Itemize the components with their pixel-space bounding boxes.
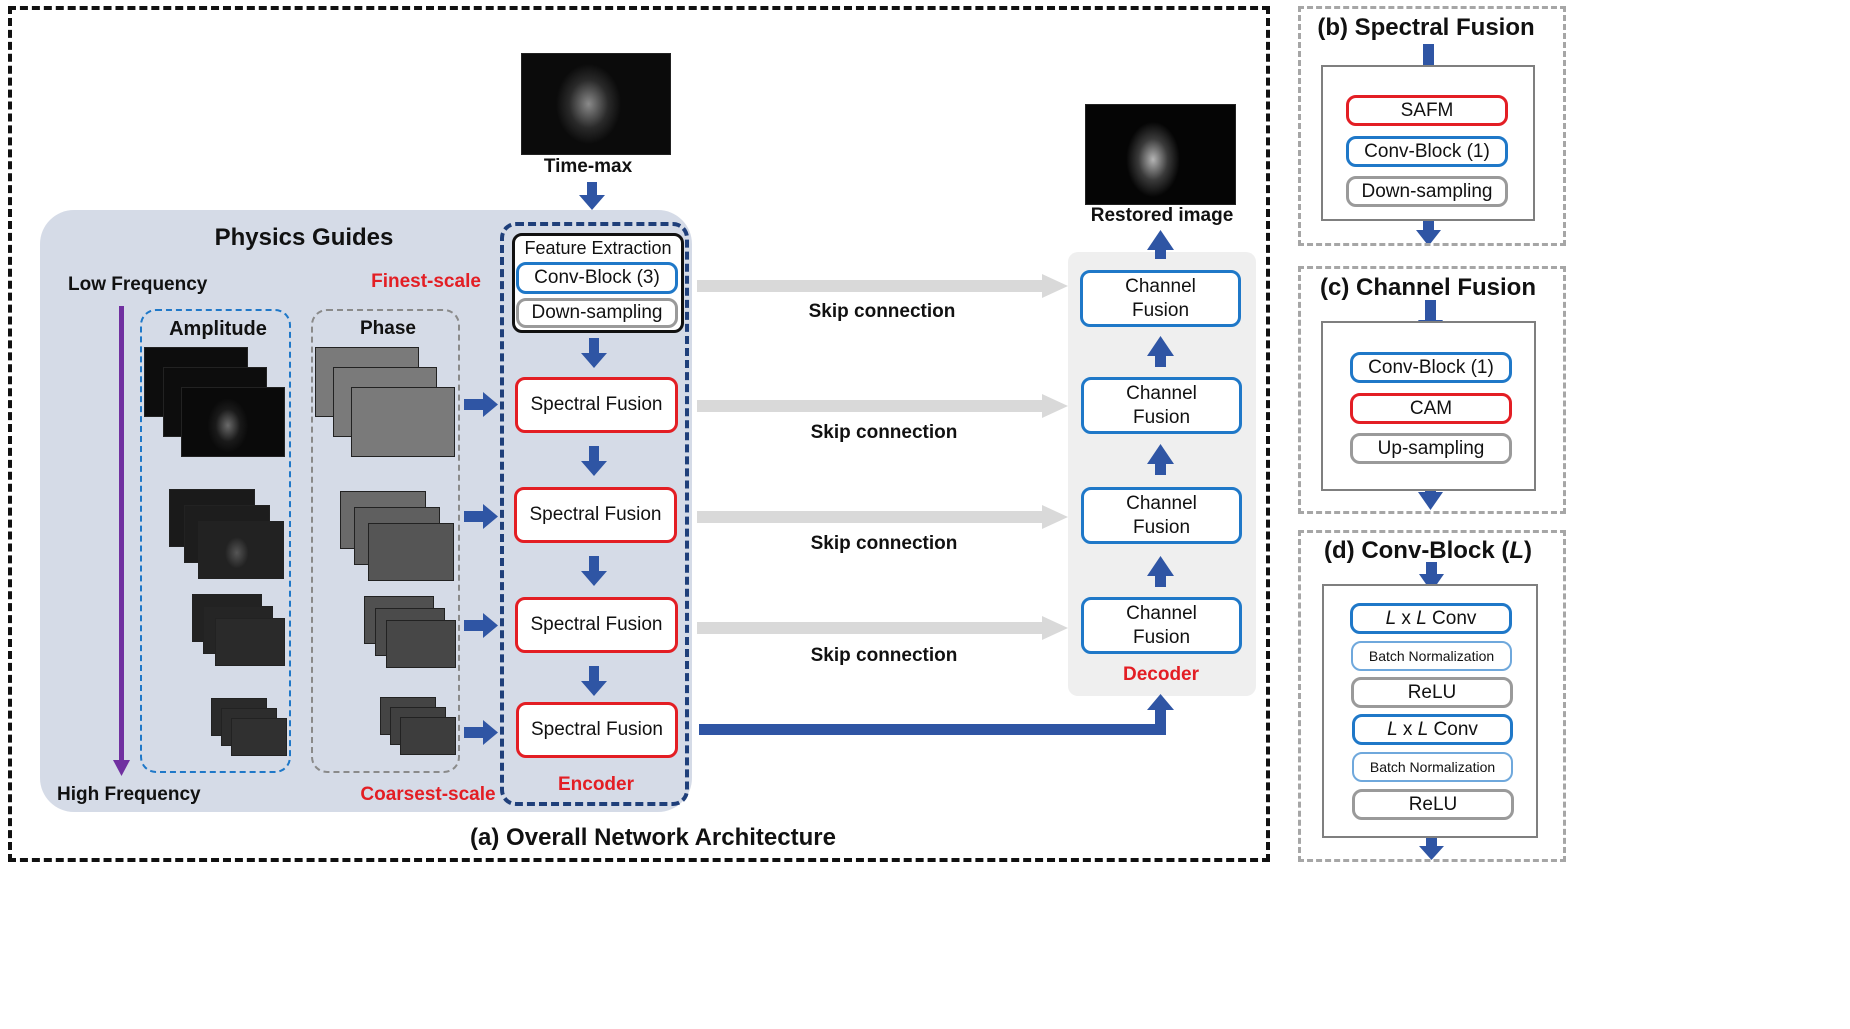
conv-lxl-2-var-b: L [1417, 718, 1429, 740]
channel-fusion-2: Channel Fusion [1081, 377, 1242, 434]
time-max-label: Time-max [543, 156, 633, 177]
panel-d-frame [1298, 530, 1566, 862]
conv-lxl-box-1: L x L Conv [1350, 603, 1512, 634]
conv-lxl-1-var-a: L [1385, 607, 1397, 629]
frequency-arrow [113, 306, 130, 776]
panel-d-title-prefix: (d) Conv-Block ( [1324, 537, 1510, 564]
spectral-fusion-1: Spectral Fusion [515, 377, 678, 433]
high-frequency-label: High Frequency [57, 784, 201, 805]
spectral-fusion-4: Spectral Fusion [516, 702, 678, 758]
channel-fusion-2-line2: Fusion [1132, 406, 1191, 428]
conv-lxl-2-text: Conv [1428, 718, 1478, 740]
restored-image-label: Restored image [1090, 205, 1234, 226]
panel-a-frame [8, 6, 1270, 862]
panel-c-frame [1298, 266, 1566, 514]
low-frequency-label: Low Frequency [68, 274, 208, 295]
bottleneck-arrow [699, 694, 1174, 735]
channel-fusion-3-line2: Fusion [1132, 516, 1191, 538]
conv-lxl-box-2: L x L Conv [1352, 714, 1513, 745]
encoder-arrows [579, 182, 607, 696]
finest-scale-label: Finest-scale [371, 271, 481, 292]
channel-fusion-3: Channel Fusion [1081, 487, 1242, 544]
skip-arrows [697, 274, 1068, 640]
channel-fusion-4: Channel Fusion [1081, 597, 1242, 654]
batch-norm-box-2: Batch Normalization [1352, 752, 1513, 782]
phase-label: Phase [360, 318, 416, 339]
channel-fusion-1-line2: Fusion [1131, 299, 1190, 321]
panel-b-down-sampling-box: Down-sampling [1346, 176, 1508, 207]
encoder-frame [500, 222, 689, 806]
amplitude-label: Amplitude [169, 318, 267, 340]
cam-box: CAM [1350, 393, 1512, 424]
feature-down-sampling-box: Down-sampling [516, 298, 678, 328]
panel-c-title: (c) Channel Fusion [1320, 274, 1536, 301]
channel-fusion-3-line1: Channel [1126, 492, 1197, 514]
batch-norm-box-1: Batch Normalization [1351, 641, 1512, 671]
time-max-image [521, 53, 671, 155]
channel-fusion-4-line1: Channel [1126, 602, 1197, 624]
phase-frame [311, 309, 460, 773]
relu-box-2: ReLU [1352, 789, 1514, 820]
encoder-label: Encoder [557, 774, 635, 795]
guide-arrows [464, 392, 498, 745]
spectral-fusion-3: Spectral Fusion [515, 597, 678, 653]
conv-lxl-1-mid: x [1396, 607, 1417, 629]
feature-extraction-label: Feature Extraction [524, 238, 672, 258]
panel-b-conv-block-box: Conv-Block (1) [1346, 136, 1508, 167]
decoder-arrows [1147, 230, 1174, 587]
skip-connection-label-2: Skip connection [810, 422, 958, 443]
relu-box-1: ReLU [1351, 677, 1513, 708]
channel-fusion-4-line2: Fusion [1132, 626, 1191, 648]
panel-d-title-var: L [1509, 537, 1524, 564]
panel-d-title: (d) Conv-Block (L) [1324, 537, 1532, 565]
skip-connection-label-3: Skip connection [810, 533, 958, 554]
panel-b-title: (b) Spectral Fusion [1317, 14, 1535, 41]
coarsest-scale-label: Coarsest-scale [360, 784, 496, 805]
spectral-fusion-2: Spectral Fusion [514, 487, 677, 543]
conv-lxl-2-var-a: L [1387, 718, 1398, 740]
restored-image [1085, 104, 1236, 205]
safm-box: SAFM [1346, 95, 1508, 126]
channel-fusion-1: Channel Fusion [1080, 270, 1241, 327]
panel-c-conv-block-box: Conv-Block (1) [1350, 352, 1512, 383]
amplitude-frame [140, 309, 291, 773]
conv-lxl-1-var-b: L [1416, 607, 1427, 629]
conv-block-3-box: Conv-Block (3) [516, 262, 678, 294]
panel-d-title-suffix: ) [1524, 537, 1532, 564]
decoder-label: Decoder [1122, 664, 1200, 685]
conv-lxl-1-text: Conv [1426, 607, 1477, 629]
panel-a-caption: (a) Overall Network Architecture [470, 824, 836, 851]
skip-connection-label-1: Skip connection [808, 301, 956, 322]
physics-guides-title: Physics Guides [214, 224, 394, 251]
skip-connection-label-4: Skip connection [810, 645, 958, 666]
panel-b-frame [1298, 6, 1566, 246]
conv-lxl-2-mid: x [1397, 718, 1418, 740]
up-sampling-box: Up-sampling [1350, 433, 1512, 464]
channel-fusion-1-line1: Channel [1125, 275, 1196, 297]
channel-fusion-2-line1: Channel [1126, 382, 1197, 404]
